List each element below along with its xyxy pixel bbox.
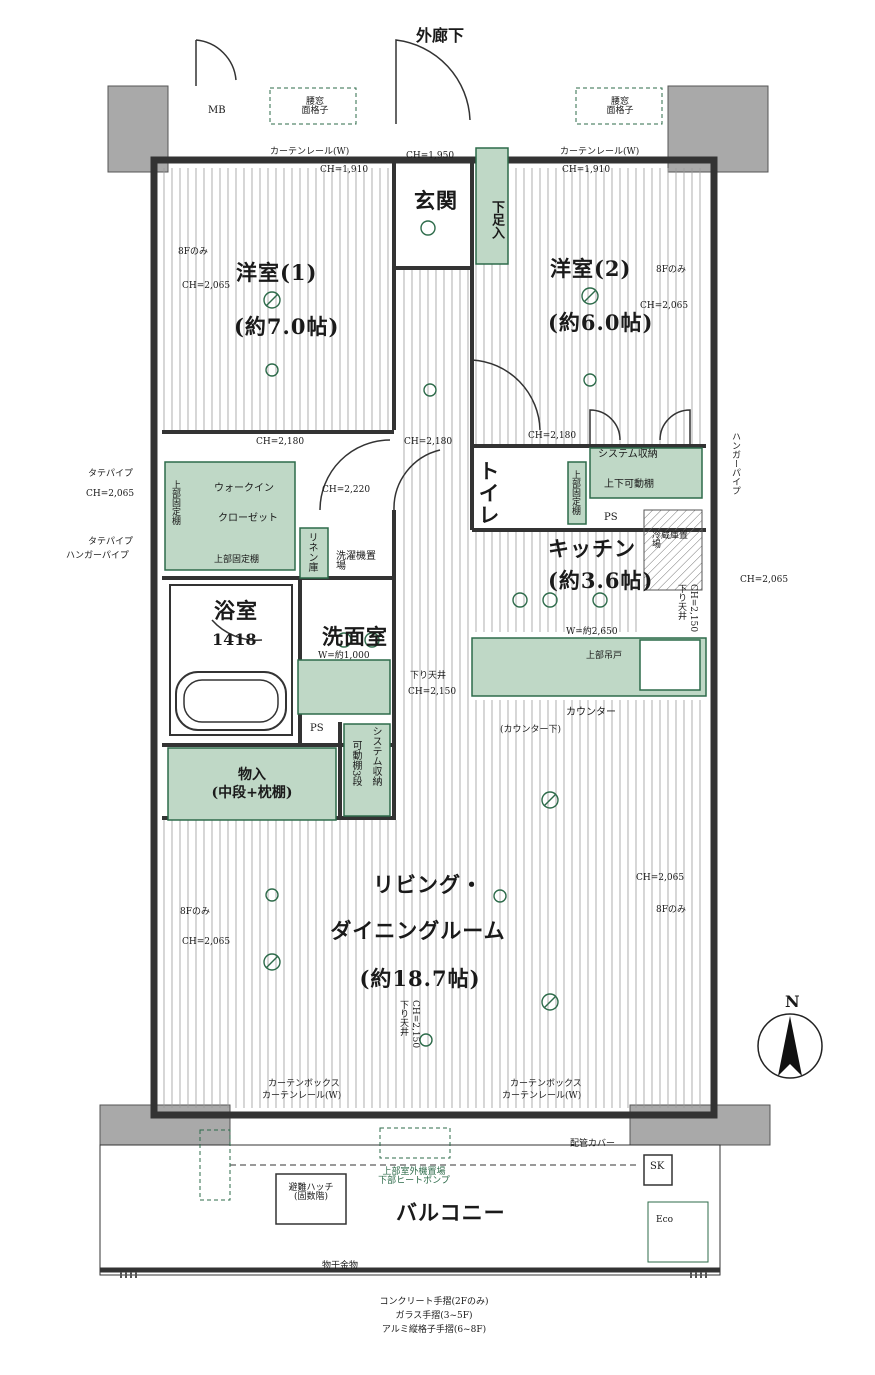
ps-kitchen: PS [604, 512, 618, 523]
soffit-kitchen: 下り天井 [676, 584, 686, 620]
hatch-label: 避難ハッチ (固数階) [288, 1183, 334, 1202]
8f-only-right-bottom: 8Fのみ [656, 905, 686, 915]
ch-2065-left-bottom: CH=2,065 [182, 937, 231, 947]
window-grille-right: 腰窓 面格子 [606, 97, 634, 116]
system-storage-label: システム収納 [598, 449, 658, 460]
bathtub [169, 584, 293, 736]
upper-shelf-vertical: 上部固定棚 [170, 480, 180, 525]
handrail-6-8f: アルミ縦格子手摺(6~8F) [381, 1325, 487, 1335]
system-storage-2-label: システム収納 [370, 726, 381, 786]
curtain-rail-bottom-left: カーテンレール(W) [262, 1091, 342, 1101]
curtain-rail-right: カーテンレール(W) [560, 147, 640, 157]
storage-name: 物入 [238, 767, 266, 783]
north-compass [757, 1013, 823, 1079]
shoe-cabinet-label: 下足入 [489, 200, 504, 239]
ch-2220-label: CH=2,220 [322, 485, 371, 495]
soffit-label: 下り天井 [410, 671, 447, 681]
curtain-box-right: カーテンボックス [510, 1079, 582, 1089]
pipe-cover-label: 配管カバー [570, 1139, 616, 1149]
washer-label: 洗濯機置場 [336, 551, 376, 572]
toilet-upper-shelf: 上部固定棚 [570, 470, 580, 515]
kitchen-size: (約3.6帖) [548, 568, 654, 593]
corridor-label: 外廊下 [415, 26, 465, 45]
ch-1910-right: CH=1,910 [562, 165, 611, 175]
movable-shelf-label: 上下可動棚 [604, 479, 654, 490]
ceiling-lights [263, 220, 608, 1047]
ldk-name-1: リビング・ [373, 872, 483, 897]
movable-3-label: 可動棚3段 [350, 740, 361, 787]
handrail-3-5f: ガラス手摺(3~5F) [395, 1311, 473, 1321]
counter-sub-label: (カウンター下) [500, 725, 562, 735]
ch-2065-left-top: CH=2,065 [182, 281, 231, 291]
curtain-rail-left: カーテンレール(W) [270, 147, 350, 157]
balcony-area [99, 1127, 721, 1276]
8f-only-right-top: 8Fのみ [656, 265, 686, 275]
sk-label: SK [650, 1161, 665, 1172]
handrail-2f: コンクリート手摺(2Fのみ) [379, 1297, 489, 1307]
western-room-1-size: (約7.0帖) [234, 314, 340, 339]
western-room-2-name: 洋室(2) [550, 256, 632, 281]
mb-label: MB [208, 105, 226, 116]
ch-2180-mid: CH=2,180 [404, 437, 453, 447]
bath-name: 浴室 [214, 598, 258, 623]
ch-2150-label: CH=2,150 [408, 687, 457, 697]
flooring [162, 168, 706, 1108]
fixtures [164, 147, 707, 821]
fridge-label: 冷蔵庫置場 [652, 531, 689, 550]
w-1000-label: W=約1,000 [318, 651, 370, 661]
bath-code: 1418 [212, 630, 257, 649]
upper-cabinet-label: 上部吊戸 [586, 651, 623, 661]
8f-only-left-bottom: 8Fのみ [180, 907, 210, 917]
closet-label: クローゼット [218, 513, 278, 524]
soffit-ldk: 下り天井 [398, 1000, 408, 1036]
ldk-name-2: ダイニングルーム [330, 918, 506, 943]
walk-in-label: ウォークイン [214, 483, 274, 494]
tate-pipe-1: タテパイプ [88, 469, 134, 479]
counter-label: カウンター [566, 707, 616, 718]
ps-washroom: PS [310, 723, 324, 734]
storage-note: (中段+枕棚) [211, 785, 293, 801]
ldk-size: (約18.7帖) [359, 966, 481, 991]
doors [195, 39, 691, 641]
ch-2150-kitchen: CH=2,150 [688, 584, 698, 633]
window-grille-left: 腰窓 面格子 [301, 97, 329, 116]
ch-1910-left: CH=1,910 [320, 165, 369, 175]
entrance-label: 玄関 [414, 188, 458, 213]
western-room-2-size: (約6.0帖) [548, 310, 654, 335]
ch-2065-kitchen: CH=2,065 [740, 575, 789, 585]
curtain-box-left: カーテンボックス [268, 1079, 340, 1089]
curtain-rail-bottom-right: カーテンレール(W) [502, 1091, 582, 1101]
ch-2065-right-top: CH=2,065 [640, 301, 689, 311]
ch-2150-ldk: CH=2,150 [410, 1000, 420, 1049]
w-2650-label: W=約2,650 [566, 627, 618, 637]
western-room-1-name: 洋室(1) [236, 260, 318, 285]
north-label: N [785, 992, 800, 1011]
ch-2180-left: CH=2,180 [256, 437, 305, 447]
exterior-wall [150, 156, 718, 1119]
linen-label: リネン庫 [306, 532, 317, 572]
hanger-pipe-right: ハンガーパイプ [730, 432, 740, 495]
kitchen-name: キッチン [548, 536, 636, 561]
fridge-space [643, 509, 703, 591]
ch-2065-right-bottom: CH=2,065 [636, 873, 685, 883]
ch-2180-right: CH=2,180 [528, 431, 577, 441]
window-grilles [269, 87, 663, 125]
ch-1950-label: CH=1,950 [406, 151, 455, 161]
washroom-label: 洗面室 [322, 624, 388, 649]
outdoor-unit-label: 上部室外機置場 下部ヒートポンプ [378, 1167, 450, 1186]
8f-only-left-top: 8Fのみ [178, 247, 208, 257]
tate-pipe-2: タテパイプ [88, 537, 134, 547]
hanger-pipe-left: ハンガーパイプ [66, 551, 129, 561]
eco-label: Eco [656, 1215, 674, 1225]
upper-shelf-label: 上部固定棚 [214, 555, 260, 565]
balcony-label: バルコニー [396, 1200, 506, 1225]
laundry-hanger-label: 物干金物 [322, 1261, 359, 1271]
toilet-label: トイレ [476, 460, 501, 526]
ch-2065-closet: CH=2,065 [86, 489, 135, 499]
